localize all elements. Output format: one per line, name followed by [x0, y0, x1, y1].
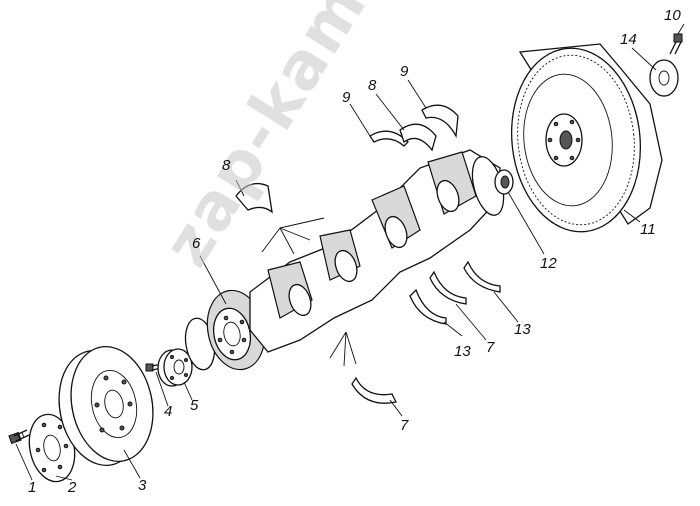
callout-8a: 8 [222, 157, 231, 174]
part-13-shell-a [429, 270, 467, 305]
part-7-shell-lower-b [351, 376, 397, 404]
callout-2: 2 [68, 479, 77, 496]
part-12-bearing [494, 169, 514, 195]
callout-1: 1 [28, 479, 37, 496]
part-10-bolt [669, 33, 683, 55]
part-14-plate [649, 59, 679, 97]
part-9-shell-a [369, 130, 409, 147]
callout-14: 14 [620, 31, 637, 48]
part-3-pulley [58, 346, 154, 466]
callout-6: 6 [192, 235, 201, 252]
callout-12: 12 [540, 255, 557, 272]
part-2-plate [28, 413, 76, 483]
callout-11: 11 [640, 221, 656, 238]
part-7-shell-lower-a [409, 288, 447, 325]
part-5-hub [157, 348, 193, 387]
direction-arrows-upper [261, 217, 325, 255]
part-1-bolt [8, 429, 30, 445]
callout-13a: 13 [454, 343, 471, 360]
callout-10: 10 [664, 7, 681, 24]
callout-3: 3 [138, 477, 147, 494]
part-8-shell-upper-left [235, 182, 273, 214]
direction-arrows-lower [329, 331, 357, 367]
callout-9b: 9 [400, 63, 409, 80]
crankshaft [184, 149, 505, 371]
callout-9a: 9 [342, 89, 351, 106]
callout-5: 5 [190, 397, 199, 414]
callout-13b: 13 [514, 321, 531, 338]
part-11-flywheel [510, 43, 663, 233]
callout-7a: 7 [486, 339, 495, 356]
callout-4: 4 [164, 403, 173, 420]
callout-7b: 7 [400, 417, 409, 434]
part-9-shell-c [421, 104, 459, 139]
part-8-shell-b [399, 123, 437, 152]
callout-8b: 8 [368, 77, 377, 94]
part-13-shell-b [463, 260, 501, 293]
leader-lines [15, 23, 685, 481]
